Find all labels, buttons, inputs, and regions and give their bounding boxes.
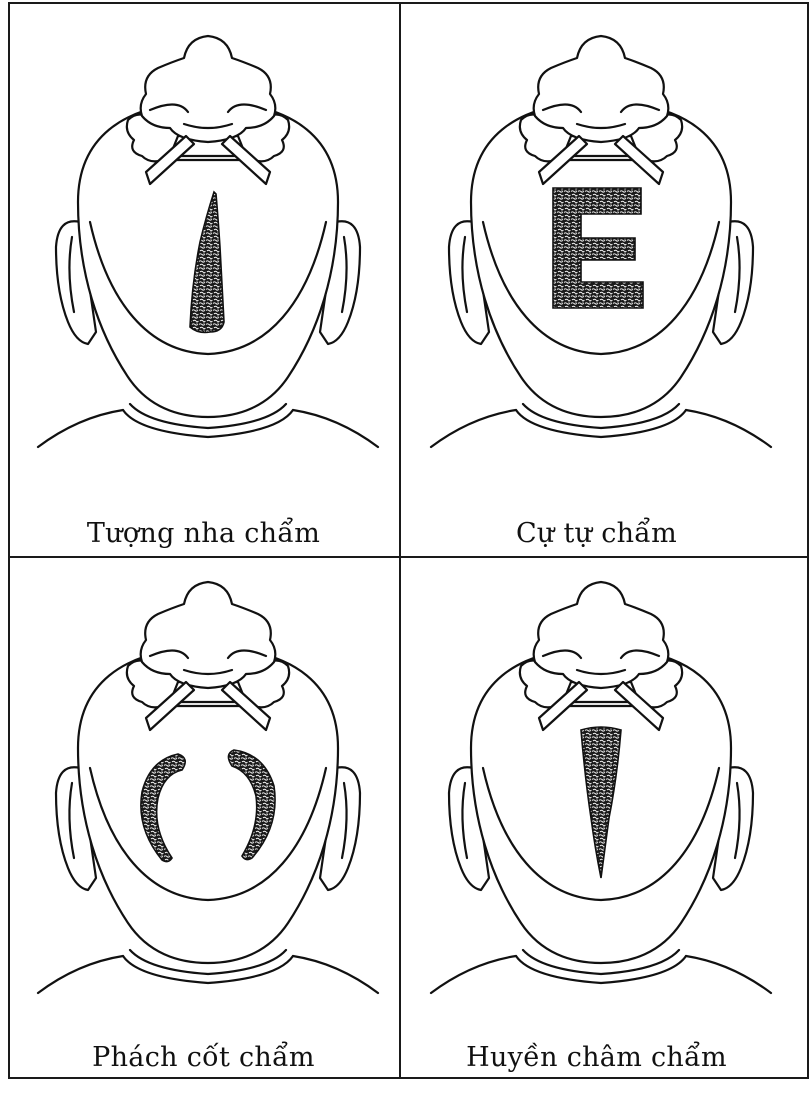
head-back-illustration (38, 578, 378, 998)
figure-sheet: Tượng nha chẩm Cự tự chẩm Phách cốt chẩm… (0, 0, 811, 1081)
head-back-illustration (431, 578, 771, 998)
panel-caption: Cự tự chẩm (401, 518, 792, 549)
topknot-bun (534, 582, 669, 688)
panel-cu-tu-cham: Cự tự chẩm (401, 4, 792, 556)
hair-letter-e-shape (553, 188, 643, 308)
panel-huyen-cham-cham: Huyền châm chẩm (401, 558, 792, 1110)
panel-caption: Phách cốt chẩm (8, 1042, 399, 1073)
panel-phach-cot-cham: Phách cốt chẩm (8, 558, 399, 1110)
panel-caption: Tượng nha chẩm (8, 518, 399, 549)
topknot-bun (534, 36, 669, 142)
topknot-bun (141, 582, 276, 688)
topknot-bun (141, 36, 276, 142)
head-back-illustration (38, 32, 378, 452)
panel-caption: Huyền châm chẩm (401, 1042, 792, 1073)
panel-tuong-nha-cham: Tượng nha chẩm (8, 4, 399, 556)
head-back-illustration (431, 32, 771, 452)
